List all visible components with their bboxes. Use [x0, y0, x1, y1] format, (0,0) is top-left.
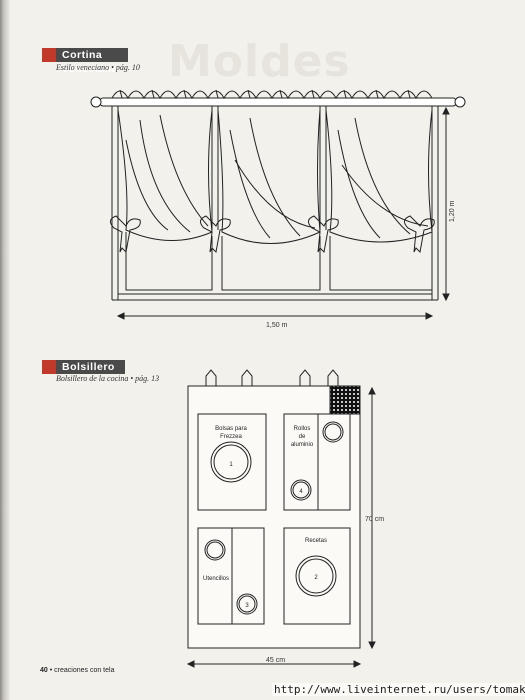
curtain-height-label: 1,20 m [449, 200, 456, 222]
compartment-4-label-line1: Rollos [294, 426, 311, 432]
compartment-3-label: Utencillos [203, 576, 229, 582]
section-subtitle-curtain: Estilo veneciano • pág. 10 [56, 63, 140, 72]
compartment-1-label-line2: Frezzea [220, 434, 242, 440]
section-subtitle-pocket: Bolsillero de la cocina • pág. 13 [56, 374, 160, 383]
curtain-width-label: 1,50 m [266, 322, 288, 329]
page-number: 40 [40, 667, 48, 674]
compartment-3-number: 3 [245, 603, 249, 609]
compartment-1-label-line1: Bolsas para [215, 426, 247, 432]
compartment-1-number: 1 [229, 462, 233, 468]
compartment-4-number: 4 [299, 489, 303, 495]
section-marker [42, 360, 56, 374]
binding-edge [0, 0, 10, 700]
section-title-curtain: Cortina Veneciana [56, 48, 128, 75]
pocket-height-label: 70 cm [365, 516, 384, 523]
page-footer: 40 • creaciones con tela [40, 667, 114, 674]
compartment-4-label-line2: de [299, 434, 306, 440]
section-marker [42, 48, 56, 62]
publication-name: • creaciones con tela [49, 667, 115, 674]
section-title-pocket: Bolsillero [56, 360, 125, 374]
pocket-width-label: 45 cm [266, 657, 285, 664]
background-watermark-word: Moldes [168, 36, 351, 87]
compartment-2-number: 2 [314, 575, 318, 581]
url-watermark: http://www.liveinternet.ru/users/tomakov… [272, 683, 525, 696]
compartment-2-label: Recetas [305, 538, 327, 544]
compartment-4-label-line3: aluminio [291, 442, 314, 448]
